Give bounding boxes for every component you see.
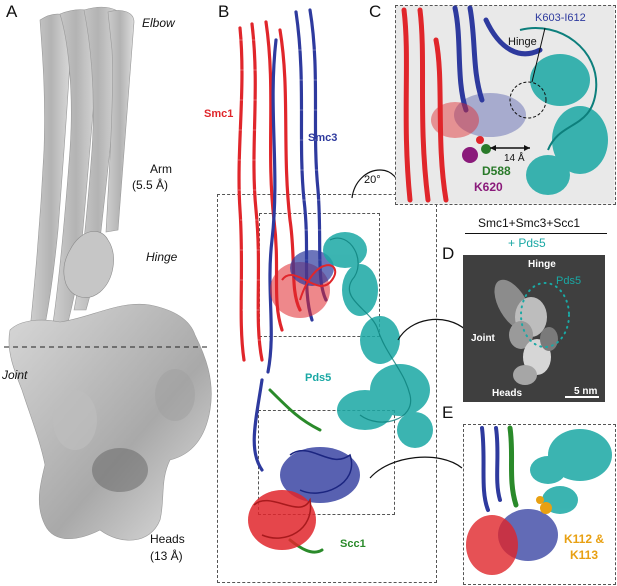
pds5-domain (323, 232, 433, 448)
hinge-domain (270, 250, 337, 318)
callout-to-d (397, 318, 467, 341)
panel-e-k113-label: K113 (570, 548, 599, 562)
panel-c-residues-label: K603-I612 (535, 12, 586, 24)
joint-density (8, 303, 212, 541)
panel-a-arm-label: Arm (150, 162, 172, 176)
smc3-head (280, 447, 360, 503)
smc1-head (248, 490, 316, 550)
panel-d-divider (465, 233, 607, 234)
panel-d-complex-label: Smc1+Smc3+Scc1 (478, 216, 581, 230)
panel-d-letter: D (442, 244, 455, 263)
panel-c-hinge-label: Hinge (508, 36, 537, 48)
heads-cavity (92, 448, 148, 492)
panel-e-k112-label: K112 & (564, 532, 605, 546)
panel-b-letter: B (218, 2, 230, 21)
panel-b-smc1-label: Smc1 (204, 108, 234, 120)
panel-a-arm-resolution: (5.5 Å) (132, 178, 169, 192)
panel-b-rotation-label: 20° (364, 174, 381, 186)
panel-e-letter: E (442, 403, 454, 422)
panel-d-hinge-label: Hinge (528, 259, 556, 270)
k620-residue (462, 147, 478, 163)
panel-e-frame (463, 424, 616, 585)
pds5-outline (520, 282, 570, 348)
panel-c-k620-label: K620 (474, 180, 503, 194)
panel-a-heads-resolution: (13 Å) (150, 549, 183, 563)
d588-residue (481, 144, 491, 154)
panel-d-em-class-average (463, 255, 605, 402)
panel-d-plus-label: + Pds5 (508, 236, 546, 250)
panel-c-distance-label: 14 Å (504, 153, 525, 164)
panel-d-heads-label: Heads (492, 388, 523, 399)
panel-d-pds5-label: Pds5 (556, 275, 582, 287)
panel-c-d588-label: D588 (482, 164, 511, 178)
panel-a-heads-label: Heads (150, 532, 185, 546)
hinge-density (63, 231, 114, 298)
panel-d-joint-label: Joint (471, 333, 495, 344)
panel-b-scc1-label: Scc1 (340, 538, 366, 550)
panel-b-smc3-label: Smc3 (308, 132, 338, 144)
panel-a-joint-label: Joint (2, 368, 28, 382)
panel-a-hinge-label: Hinge (146, 250, 178, 264)
panel-b-pds5-label: Pds5 (305, 372, 332, 384)
k112-k113-residues (540, 502, 552, 514)
panel-a-letter: A (6, 2, 18, 21)
panel-d-scale-label: 5 nm (574, 386, 598, 397)
panel-c-letter: C (369, 2, 382, 21)
callout-to-e (369, 456, 463, 479)
panel-b-outer-box (217, 194, 437, 583)
panel-c-dashed-circle (509, 81, 547, 119)
panel-a-elbow-label: Elbow (142, 16, 175, 30)
